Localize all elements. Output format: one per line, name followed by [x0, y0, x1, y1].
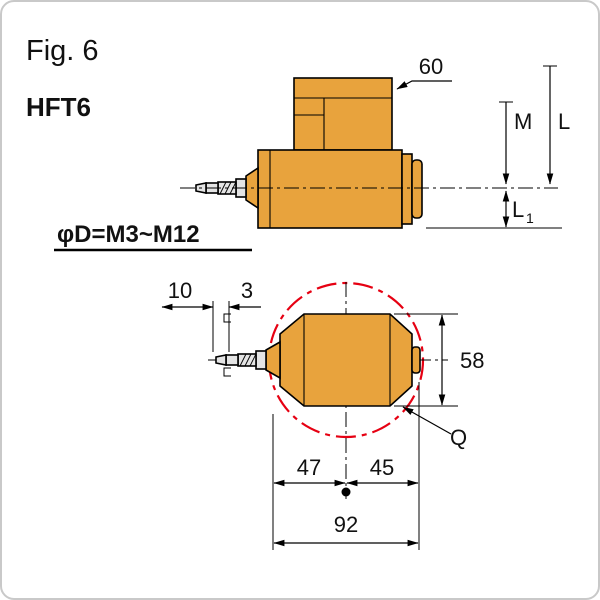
barrel-rear-boss	[411, 346, 421, 374]
dim-60-leader	[396, 80, 452, 90]
dim-L: L	[543, 65, 570, 185]
label-Q: Q	[450, 425, 467, 450]
tap-thread-hatch-bottom	[239, 353, 257, 367]
top-view: 60 M L L 1 φD=M3~M12	[54, 54, 570, 252]
dim-L1-label: L	[512, 197, 524, 222]
spec-label-group: φD=M3~M12	[54, 221, 252, 252]
tap-shaft-bottom	[225, 354, 239, 366]
hatch-line	[219, 181, 227, 195]
dim-60-label: 60	[419, 54, 443, 79]
dim-M: M	[499, 101, 532, 185]
label-Q-group: Q	[402, 406, 467, 450]
clip-mark-top	[223, 313, 231, 323]
dim-10-label: 10	[168, 278, 192, 303]
rear-cap-step	[401, 153, 413, 225]
shank-body	[293, 77, 393, 151]
dim-60: 60	[396, 54, 452, 90]
barrel-body	[279, 313, 413, 407]
bottom-view: 10 3 58 Q 47 45	[161, 278, 484, 550]
figure-label: Fig. 6	[26, 35, 99, 67]
clip-mark-bottom	[223, 367, 231, 377]
dim-47-label: 47	[297, 455, 321, 480]
hatch-line	[249, 353, 257, 367]
label-Q-leader	[402, 406, 452, 435]
dim-10: 10	[161, 278, 214, 352]
dim-92: 92	[273, 512, 419, 547]
dim-58: 58	[394, 313, 484, 407]
dim-L-label: L	[558, 109, 570, 134]
center-dot	[341, 487, 351, 497]
head-body	[257, 149, 403, 229]
dim-47-45: 47 45	[272, 382, 420, 550]
dim-L1-subscript: 1	[526, 210, 534, 226]
dim-M-label: M	[514, 109, 532, 134]
dim-92-label: 92	[334, 512, 358, 537]
dim-58-label: 58	[460, 348, 484, 373]
spec-label: φD=M3~M12	[57, 221, 200, 248]
tap-chuck-bottom	[255, 350, 267, 370]
dim-L1: L 1	[426, 190, 562, 229]
dim-3: 3	[228, 278, 261, 352]
model-label: HFT6	[26, 92, 91, 122]
hatch-line	[239, 353, 247, 367]
tap-square-end-bottom	[215, 354, 227, 366]
rear-cap	[411, 159, 423, 219]
dim-45-label: 45	[370, 455, 394, 480]
spindle-nose-bottom	[265, 340, 281, 380]
dim-3-label: 3	[241, 278, 253, 303]
hatch-line	[244, 353, 252, 367]
